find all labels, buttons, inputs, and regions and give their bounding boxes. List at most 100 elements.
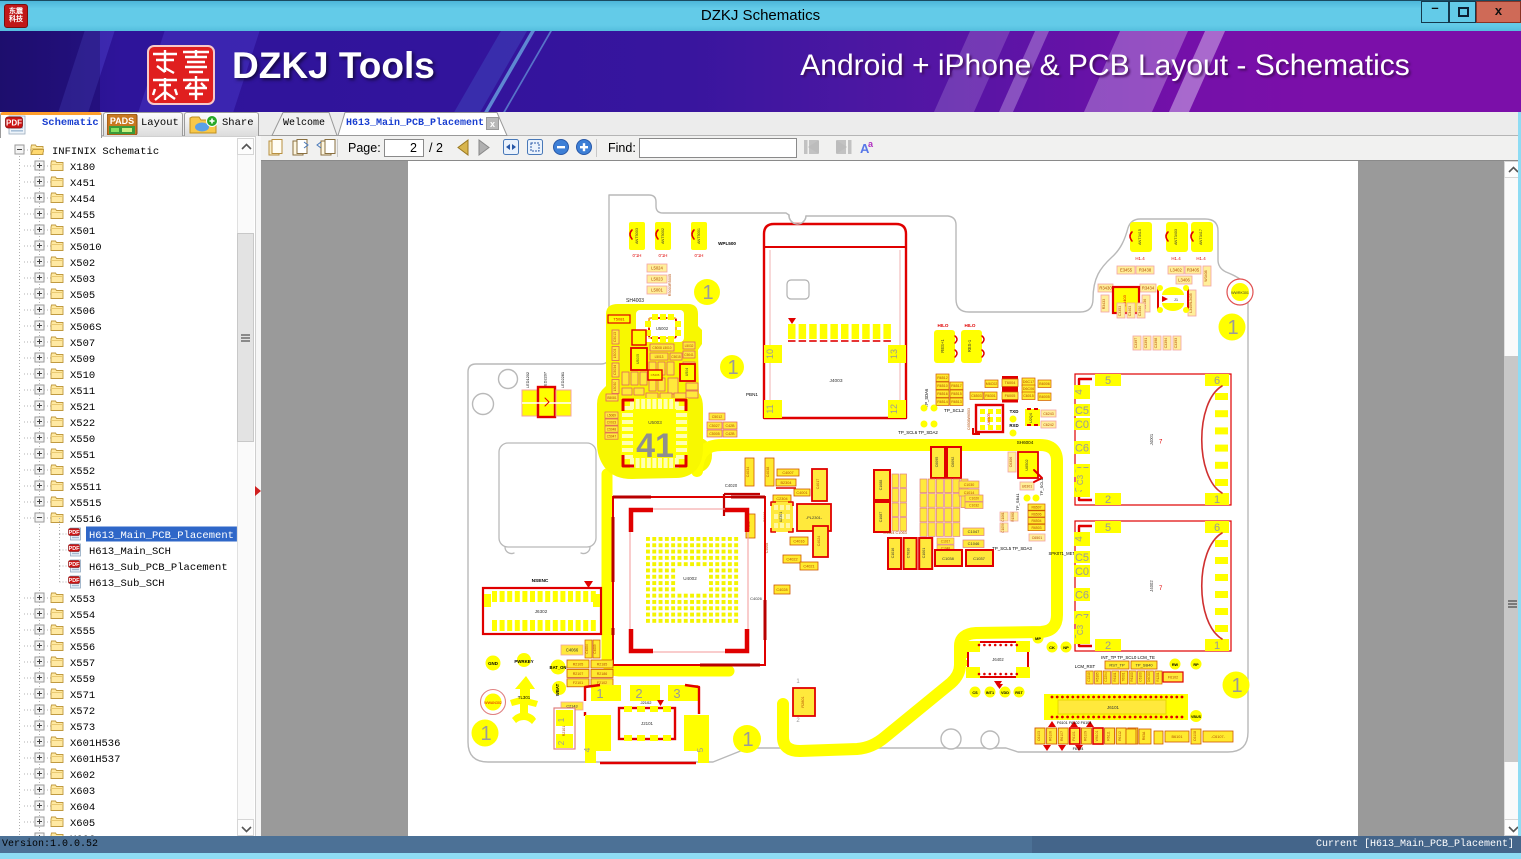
svg-text:U6301: U6301 — [1022, 484, 1033, 488]
svg-text:0'1H: 0'1H — [695, 253, 704, 258]
svg-text:R6101: R6101 — [1113, 672, 1117, 682]
svg-text:X551: X551 — [70, 450, 95, 462]
svg-text:X601H536: X601H536 — [70, 738, 120, 750]
svg-text:C7030: C7030 — [907, 548, 911, 559]
svg-text:RXD: RXD — [1009, 423, 1018, 428]
svg-text:R6504: R6504 — [1032, 519, 1042, 523]
svg-text:MP: MP — [1035, 636, 1041, 641]
svg-text:C6243: C6243 — [1043, 412, 1054, 416]
svg-text:WWAN302: WWAN302 — [484, 701, 502, 705]
svg-text:C4066: C4066 — [566, 647, 579, 652]
svg-text:R6112: R6112 — [1118, 731, 1122, 741]
svg-text:H613_Sub_SCH: H613_Sub_SCH — [89, 578, 165, 590]
svg-text:U6502: U6502 — [1025, 459, 1029, 470]
svg-text:L5030: L5030 — [613, 382, 617, 392]
svg-text:1: 1 — [727, 357, 738, 379]
svg-text:C1038: C1038 — [942, 556, 955, 561]
svg-text:T6001: T6001 — [1121, 672, 1125, 681]
svg-text:X571: X571 — [70, 690, 95, 702]
svg-text:GND: GND — [488, 661, 498, 666]
svg-text:LED1202: LED1202 — [525, 372, 530, 388]
svg-text:J4003: J4003 — [829, 378, 842, 384]
svg-text:L3459L3435: L3459L3435 — [1189, 293, 1193, 313]
svg-text:J6101: J6101 — [1107, 705, 1120, 710]
svg-text:X602: X602 — [70, 770, 95, 782]
svg-text:R6503: R6503 — [1032, 526, 1042, 530]
svg-text:U2QX: U2QX — [1029, 412, 1033, 423]
svg-text:C4024: C4024 — [817, 536, 821, 547]
svg-text:U504: U504 — [685, 368, 689, 376]
svg-text:H1.4: H1.4 — [1135, 256, 1145, 261]
svg-text:SH6004: SH6004 — [1017, 440, 1034, 445]
svg-text:ANT3417: ANT3417 — [1199, 229, 1203, 245]
svg-text:ANT3415: ANT3415 — [1138, 229, 1142, 245]
svg-text:C5041: C5041 — [684, 353, 694, 357]
svg-text:TL301: TL301 — [518, 695, 531, 700]
svg-text:B6005: B6005 — [1039, 395, 1049, 399]
svg-text:J4002: J4002 — [1149, 580, 1154, 592]
svg-text:X5516: X5516 — [70, 514, 102, 526]
svg-text:C4008: C4008 — [765, 543, 769, 554]
svg-text:C6242: C6242 — [1043, 423, 1054, 427]
svg-text:L5032: L5032 — [685, 344, 694, 348]
svg-text:H613_Main_PCB_Placement: H613_Main_PCB_Placement — [89, 530, 234, 542]
svg-text:R1580: R1580 — [1011, 512, 1015, 522]
svg-text:C3391: C3391 — [1144, 338, 1148, 349]
svg-text:F2102: F2102 — [597, 681, 607, 685]
svg-text:C0: C0 — [1075, 566, 1089, 578]
svg-text:R2801: R2801 — [801, 696, 805, 707]
svg-text:HILO: HILO — [965, 323, 976, 328]
svg-text:C5015: C5015 — [671, 355, 681, 359]
svg-text:D6C06: D6C06 — [1023, 387, 1034, 391]
svg-text:PDF: PDF — [6, 119, 22, 128]
svg-text:5: 5 — [696, 747, 705, 752]
svg-text:U2301: U2301 — [779, 512, 783, 523]
svg-text:C1020: C1020 — [969, 497, 979, 501]
svg-text:C6108: C6108 — [1193, 731, 1197, 741]
svg-text:12: 12 — [889, 404, 899, 414]
svg-text:PDF: PDF — [69, 530, 80, 536]
svg-text:R5003R5005: R5003R5005 — [668, 274, 672, 296]
svg-text:L5001: L5001 — [651, 287, 663, 292]
svg-text:C42B: C42B — [726, 432, 736, 436]
svg-text:7: 7 — [1159, 586, 1163, 592]
svg-text:1: 1 — [596, 686, 603, 701]
svg-text:X604: X604 — [70, 802, 95, 814]
svg-text:X454: X454 — [70, 194, 95, 206]
svg-text:C1046: C1046 — [968, 541, 981, 546]
svg-text:R1201: R1201 — [1156, 672, 1160, 682]
svg-text:C4005: C4005 — [593, 644, 597, 654]
svg-text:1: 1 — [742, 729, 753, 751]
svg-text:X601H537: X601H537 — [70, 754, 120, 766]
svg-text:1: 1 — [1227, 317, 1238, 339]
svg-text:C5: C5 — [1075, 552, 1089, 564]
svg-text:X507: X507 — [70, 338, 95, 350]
svg-text:SH4003: SH4003 — [626, 298, 644, 304]
svg-text:0'1H: 0'1H — [633, 253, 642, 258]
svg-text:J2102: J2102 — [641, 700, 653, 705]
svg-text:A: A — [860, 141, 870, 156]
svg-text:X506S: X506S — [70, 322, 102, 334]
svg-text:H1.4: H1.4 — [1171, 256, 1181, 261]
svg-text:TXD: TXD — [1010, 409, 1019, 414]
svg-text:2: 2 — [1105, 494, 1111, 506]
svg-text:C6100: C6100 — [1139, 672, 1143, 682]
svg-text:D6C17: D6C17 — [1023, 380, 1034, 384]
svg-text:X180: X180 — [70, 162, 95, 174]
svg-text:-C6107-: -C6107- — [1211, 735, 1225, 739]
svg-text:R3433: R3433 — [1102, 299, 1106, 310]
svg-text:C3403: C3403 — [1128, 306, 1132, 317]
svg-text:H613_Sub_PCB_Placement: H613_Sub_PCB_Placement — [89, 562, 228, 574]
svg-text:2: 2 — [1105, 640, 1111, 652]
svg-text:5: 5 — [1105, 375, 1111, 387]
svg-text:X603: X603 — [70, 786, 95, 798]
svg-text:C6: C6 — [1075, 443, 1089, 455]
svg-text:1: 1 — [480, 723, 491, 745]
svg-text:CK: CK — [1049, 645, 1055, 650]
svg-text:LCM_RST: LCM_RST — [1075, 664, 1096, 669]
svg-text:R2185: R2185 — [597, 662, 608, 666]
svg-text:R6517: R6517 — [951, 384, 962, 388]
svg-text:C5034: C5034 — [613, 365, 617, 375]
svg-text:X509: X509 — [70, 354, 95, 366]
svg-text:4: 4 — [1074, 389, 1085, 395]
